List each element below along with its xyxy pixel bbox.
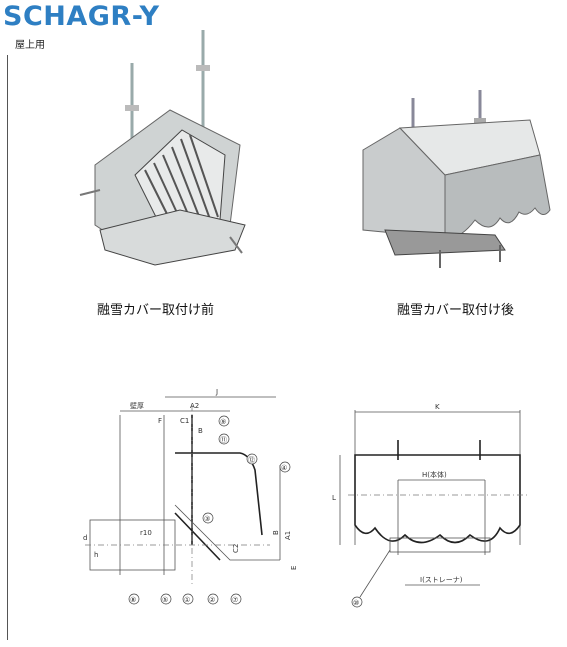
product-title: SCHAGR-Y — [3, 1, 160, 32]
svg-text:⑨: ⑨ — [220, 418, 226, 426]
svg-text:①: ① — [184, 596, 190, 604]
photo-before-cover — [79, 30, 246, 266]
svg-text:⑦: ⑦ — [232, 596, 238, 604]
dim-d-label: d — [83, 534, 87, 542]
product-usage: 屋上用 — [15, 40, 45, 51]
dim-b2-label: B — [272, 530, 280, 535]
dim-e-label: E — [290, 566, 298, 570]
svg-text:④: ④ — [281, 464, 287, 472]
left-margin-rule — [7, 55, 8, 640]
svg-text:⑧: ⑧ — [130, 596, 136, 604]
dim-j-label: J — [215, 388, 218, 396]
drawing-front-view: K L H(本体) I(ストレーナ) ⑩ — [332, 403, 530, 608]
dim-b-label: B — [198, 427, 203, 435]
dim-h-label: h — [94, 551, 98, 559]
svg-text:②: ② — [209, 596, 215, 604]
dim-l-label: L — [332, 494, 336, 502]
dim-r-label: r10 — [140, 529, 152, 537]
svg-text:③: ③ — [204, 515, 210, 523]
caption-after-cover: 融雪カバー取付け後 — [397, 303, 515, 318]
part-callouts: ⑨ ⑪ ⑫ ④ ③ ⑧ ⑤ ① ② ⑦ — [128, 415, 291, 605]
dim-k-label: K — [435, 403, 440, 411]
dim-c2-label: C2 — [232, 544, 240, 553]
svg-text:⑤: ⑤ — [162, 596, 168, 604]
svg-text:⑪: ⑪ — [220, 436, 227, 444]
dim-a1-label: A1 — [284, 531, 292, 540]
drawing-side-section: J 壁厚 A2 F C1 B d h r10 A1 B C2 E ⑨ ⑪ ⑫ ④… — [83, 388, 298, 605]
dim-h-body-label: H(本体) — [422, 470, 447, 479]
dim-a2-label: A2 — [190, 402, 199, 410]
svg-text:⑫: ⑫ — [248, 456, 255, 464]
dim-i-strainer-label: I(ストレーナ) — [420, 576, 463, 584]
dim-c1-label: C1 — [180, 417, 189, 425]
photo-after-cover — [362, 90, 551, 268]
caption-before-cover: 融雪カバー取付け前 — [97, 303, 215, 318]
part-callout-10: ⑩ — [353, 599, 359, 607]
dim-f-label: F — [158, 417, 162, 425]
dim-wall-label: 壁厚 — [130, 401, 144, 410]
